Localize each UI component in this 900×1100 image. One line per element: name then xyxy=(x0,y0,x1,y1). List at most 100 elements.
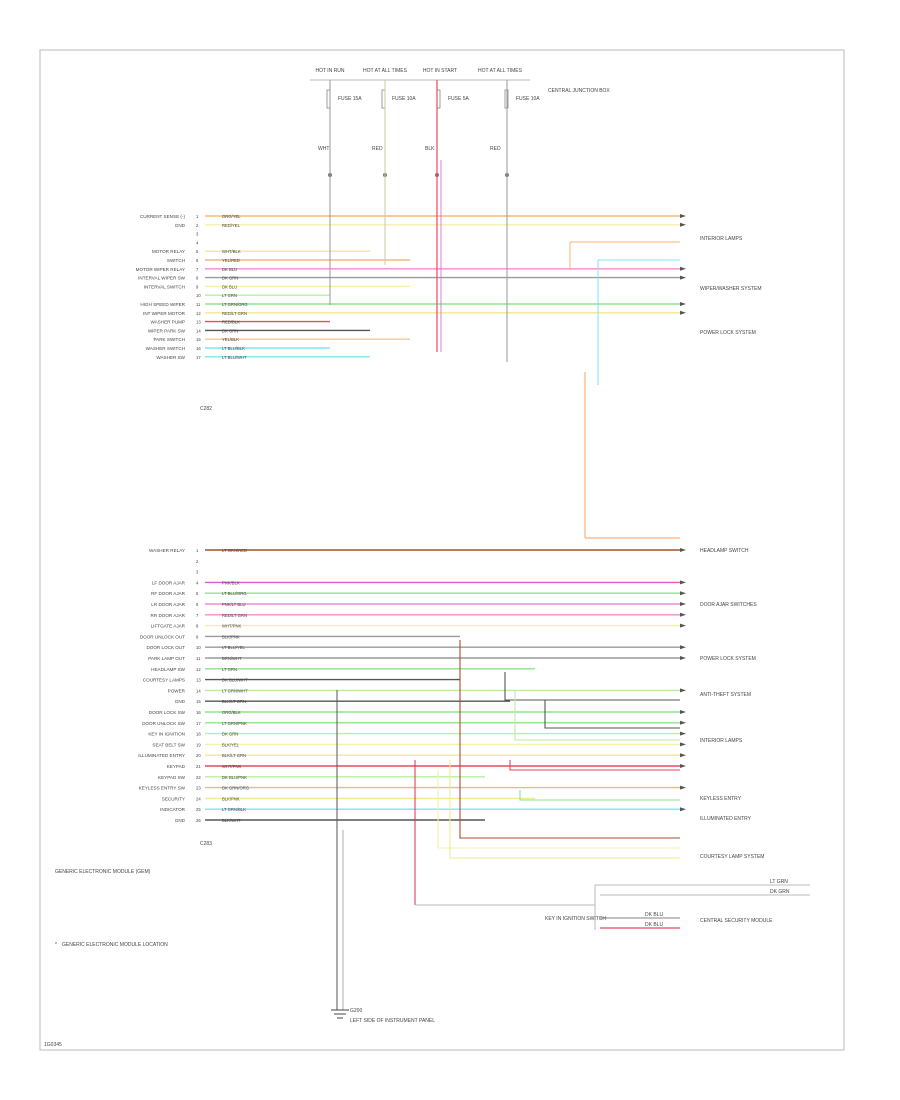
feed-label: BLK xyxy=(425,146,435,152)
upper-pin-number: 11 xyxy=(196,302,201,307)
fuse-label: FUSE 10A xyxy=(392,96,416,102)
group-label: INTERIOR LAMPS xyxy=(700,236,743,242)
upper-pin-number: 7 xyxy=(196,267,199,272)
module-note: GENERIC ELECTRONIC MODULE LOCATION xyxy=(62,942,168,948)
lower-pin-number: 1 xyxy=(196,548,199,553)
lower-wire-color: BLK/PNK xyxy=(222,796,240,801)
group-label: WIPER/WASHER SYSTEM xyxy=(700,286,762,292)
routed-wire xyxy=(449,760,680,859)
group-label: ILLUMINATED ENTRY xyxy=(700,816,752,822)
pin-arrow-icon xyxy=(680,310,686,315)
lower-pin-number: 8 xyxy=(196,624,199,629)
group-label: COURTESY LAMP SYSTEM xyxy=(700,854,764,860)
fuse-label: FUSE 5A xyxy=(448,96,470,102)
upper-pin-label: HIGH SPEED WIPER xyxy=(140,302,185,307)
upper-pin-number: 9 xyxy=(196,284,199,289)
pin-arrow-icon xyxy=(680,656,686,660)
pin-arrow-icon xyxy=(680,720,686,725)
lower-pin-label: KEY IN IGNITION xyxy=(148,732,185,737)
lower-wire-color: RED/LT GRN xyxy=(222,613,247,618)
lower-pin-number: 14 xyxy=(196,688,201,693)
upper-wire-color: LT GRN xyxy=(222,293,237,298)
pin-arrow-icon xyxy=(680,266,686,271)
pin-arrow-icon xyxy=(680,591,686,596)
pin-arrow-icon xyxy=(680,742,686,747)
lower-wire-color: DK BLU/WHT xyxy=(222,678,248,683)
group-label: DOOR AJAR SWITCHES xyxy=(700,602,757,608)
fuse-panel-label: CENTRAL JUNCTION BOX xyxy=(548,88,610,94)
lower-pin-label: GND xyxy=(175,699,186,704)
lower-wire-color: LT GRN/BLK xyxy=(222,807,246,812)
lower-pin-label: KEYPAD SW xyxy=(158,775,186,780)
lower-pin-label: PARK LAMP OUT xyxy=(148,656,185,661)
group-label: POWER LOCK SYSTEM xyxy=(700,656,756,662)
upper-wire-color: DK BLU xyxy=(222,267,237,272)
upper-pin-number: 17 xyxy=(196,355,201,360)
lower-wire-color: BLK/PNK xyxy=(222,634,240,639)
lower-pin-number: 26 xyxy=(196,818,201,823)
group-label: POWER LOCK SYSTEM xyxy=(700,330,756,336)
fuse-label: FUSE 15A xyxy=(338,96,362,102)
upper-pin-label: PARK SWITCH xyxy=(153,337,185,342)
lower-wire-color: ORG/BLK xyxy=(222,710,241,715)
lower-pin-label: POWER xyxy=(168,688,186,693)
lower-pin-label: LR DOOR AJAR xyxy=(151,602,185,607)
pin-arrow-icon xyxy=(680,753,686,758)
upper-wire-color: LT BLU/BLK xyxy=(222,346,245,351)
lower-wire-color: LT GRN/RED xyxy=(222,548,247,553)
lower-pin-number: 16 xyxy=(196,710,201,715)
right-top-line: LT GRN xyxy=(770,879,788,885)
feed-label: RED xyxy=(490,146,501,152)
right-group-labels: INTERIOR LAMPS WIPER/WASHER SYSTEM POWER… xyxy=(700,236,764,860)
routed-wire xyxy=(514,690,680,741)
routed-wire xyxy=(504,672,680,701)
lower-pin-number: 23 xyxy=(196,786,201,791)
lower-pin-label: SEAT BELT SW xyxy=(152,742,185,747)
upper-wire-color: RED/BLK xyxy=(222,320,240,325)
footer-code: 1G0345 xyxy=(44,1042,62,1048)
lower-wire-color: LT GRN/PNK xyxy=(222,721,247,726)
upper-pin-number: 16 xyxy=(196,346,201,351)
upper-pin-number: 10 xyxy=(196,293,201,298)
pin-arrow-icon xyxy=(680,623,686,628)
lower-pin-number: 19 xyxy=(196,742,201,747)
lower-wire-color: DK BLU/PNK xyxy=(222,775,247,780)
upper-pin-number: 14 xyxy=(196,328,201,333)
lower-pin-number: 13 xyxy=(196,678,201,683)
lower-wire-color: LT BLU/YEL xyxy=(222,645,246,650)
pin-arrow-icon xyxy=(680,688,686,693)
lower-pin-number: 2 xyxy=(196,559,199,564)
lower-pin-number: 11 xyxy=(196,656,201,661)
lower-pin-label: LF DOOR AJAR xyxy=(152,580,186,585)
upper-pin-number: 2 xyxy=(196,223,199,228)
bottom-right-wire: DK BLU xyxy=(645,912,663,918)
lower-pin-number: 6 xyxy=(196,602,199,607)
lower-pin-number: 15 xyxy=(196,699,201,704)
top-label: HOT AT ALL TIMES xyxy=(363,68,408,74)
pin-arrow-icon xyxy=(680,548,686,552)
module-title: GENERIC ELECTRONIC MODULE (GEM) xyxy=(55,869,151,875)
routed-wire xyxy=(519,790,680,801)
upper-pin-number: 5 xyxy=(196,249,199,254)
lower-pin-label: INDICATOR xyxy=(160,807,186,812)
lower-pin-number: 10 xyxy=(196,645,201,650)
pin-arrow-icon xyxy=(680,807,686,812)
feed-label: WHT xyxy=(318,146,329,152)
lower-pin-label: RR DOOR AJAR xyxy=(151,613,186,618)
group-label: INTERIOR LAMPS xyxy=(700,738,743,744)
lower-wire-color: PNK/BLK xyxy=(222,580,240,585)
pin-arrow-icon xyxy=(680,222,686,227)
lower-pin-number: 25 xyxy=(196,807,201,812)
lower-pin-label: WASHER RELAY xyxy=(149,548,185,553)
lower-pin-label: KEYPAD xyxy=(167,764,186,769)
upper-pin-label: WASHER SWITCH xyxy=(146,346,185,351)
connector-label: C283 xyxy=(200,841,212,847)
upper-wire-color: DK BLU xyxy=(222,284,237,289)
routed-wire xyxy=(509,760,680,771)
lower-wire-color: BLK/LT GRN xyxy=(222,753,246,758)
lower-pin-label: RF DOOR AJAR xyxy=(151,591,186,596)
lower-pin-number: 17 xyxy=(196,721,201,726)
lower-pin-number: 9 xyxy=(196,634,199,639)
